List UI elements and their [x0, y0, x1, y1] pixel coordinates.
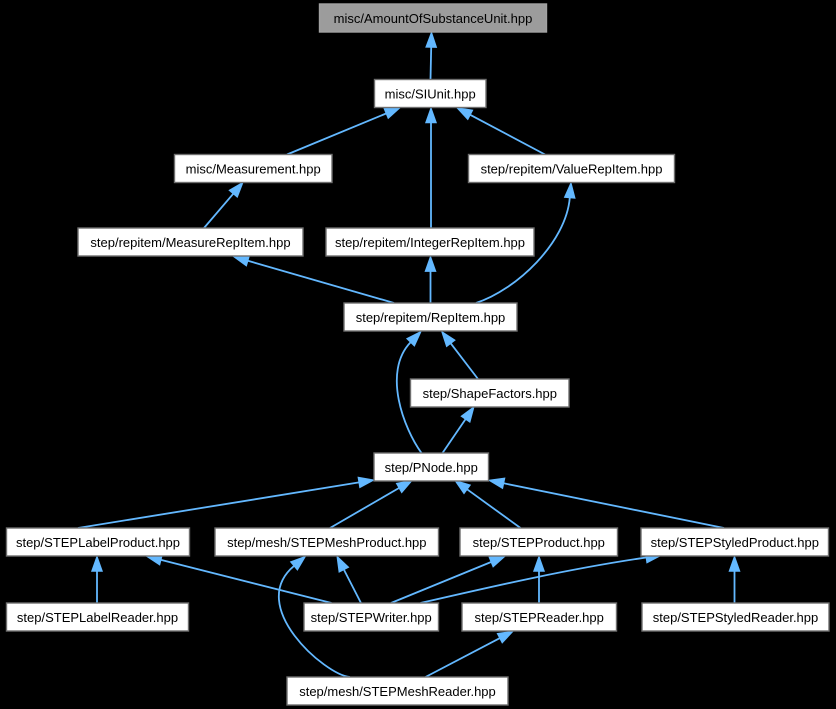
svg-text:step/STEPStyledProduct.hpp: step/STEPStyledProduct.hpp: [651, 535, 819, 550]
svg-text:misc/AmountOfSubstanceUnit.hpp: misc/AmountOfSubstanceUnit.hpp: [334, 11, 533, 26]
svg-text:step/STEPLabelReader.hpp: step/STEPLabelReader.hpp: [17, 610, 178, 625]
svg-text:step/STEPProduct.hpp: step/STEPProduct.hpp: [473, 535, 605, 550]
svg-text:misc/SIUnit.hpp: misc/SIUnit.hpp: [385, 87, 476, 102]
svg-text:step/STEPLabelProduct.hpp: step/STEPLabelProduct.hpp: [16, 535, 180, 550]
svg-text:step/mesh/STEPMeshProduct.hpp: step/mesh/STEPMeshProduct.hpp: [227, 535, 426, 550]
svg-text:step/repitem/RepItem.hpp: step/repitem/RepItem.hpp: [356, 310, 506, 325]
svg-text:step/repitem/MeasureRepItem.hp: step/repitem/MeasureRepItem.hpp: [90, 235, 290, 250]
svg-text:step/STEPStyledReader.hpp: step/STEPStyledReader.hpp: [653, 610, 819, 625]
svg-text:step/ShapeFactors.hpp: step/ShapeFactors.hpp: [423, 386, 557, 401]
svg-text:step/PNode.hpp: step/PNode.hpp: [385, 460, 478, 475]
svg-text:step/repitem/ValueRepItem.hpp: step/repitem/ValueRepItem.hpp: [481, 162, 663, 177]
svg-text:step/repitem/IntegerRepItem.hp: step/repitem/IntegerRepItem.hpp: [335, 235, 525, 250]
svg-text:step/mesh/STEPMeshReader.hpp: step/mesh/STEPMeshReader.hpp: [299, 684, 496, 699]
svg-text:step/STEPWriter.hpp: step/STEPWriter.hpp: [311, 610, 432, 625]
svg-text:misc/Measurement.hpp: misc/Measurement.hpp: [186, 162, 321, 177]
svg-text:step/STEPReader.hpp: step/STEPReader.hpp: [475, 610, 604, 625]
